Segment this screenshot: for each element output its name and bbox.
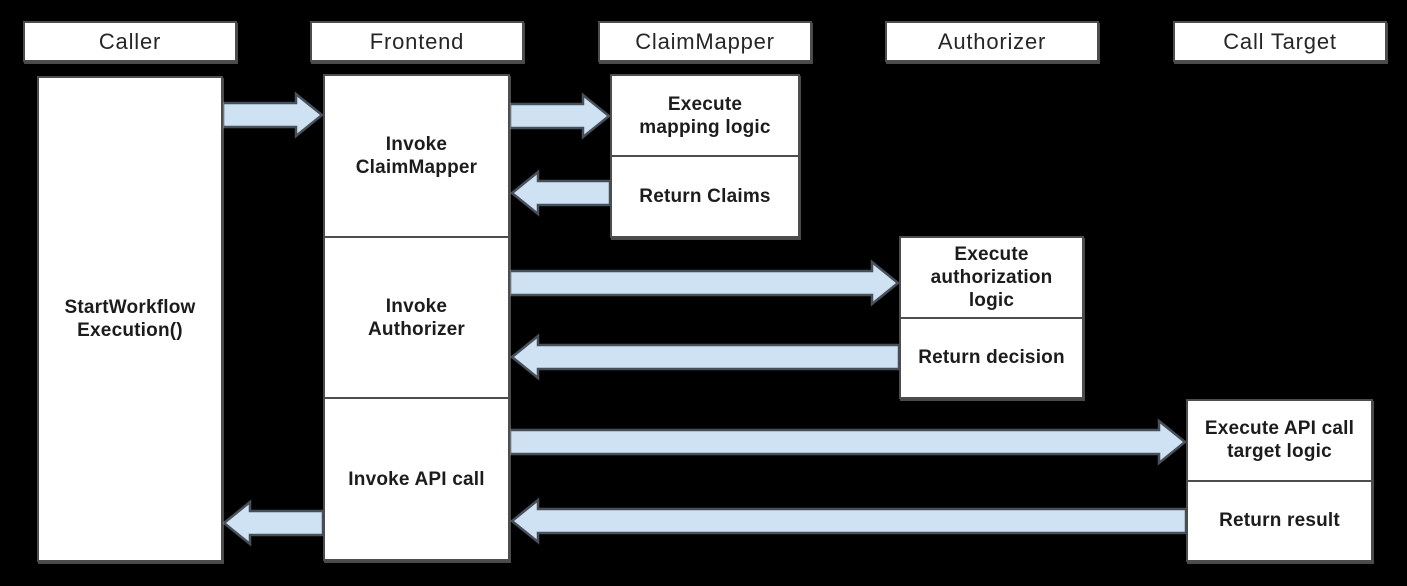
arrow-calltarget-to-frontend [510, 497, 1188, 545]
task-invoke-claimmapper-label: Invoke ClaimMapper [355, 133, 478, 178]
task-startworkflowexecution-label: StartWorkflow Execution() [64, 297, 196, 341]
task-execute-authorization-logic-label: Execute authorization logic [930, 243, 1053, 311]
arrow-frontend-to-caller [222, 499, 325, 547]
actor-header-frontend-label: Frontend [369, 28, 465, 54]
task-execute-mapping-logic: Execute mapping logic [612, 76, 798, 155]
activation-box-authorizer: Execute authorization logic Return decis… [899, 236, 1084, 399]
actor-header-claimmapper: ClaimMapper [598, 21, 812, 62]
actor-header-frontend: Frontend [310, 21, 524, 62]
arrow-claimmapper-to-frontend [510, 169, 612, 217]
task-execute-api-call-target-logic-label: Execute API call target logic [1204, 418, 1355, 463]
arrow-frontend-to-authorizer [508, 259, 900, 307]
arrow-authorizer-to-frontend [510, 333, 901, 381]
task-return-decision-label: Return decision [918, 347, 1065, 369]
task-return-claims-label: Return Claims [639, 186, 771, 207]
activation-box-claimmapper: Execute mapping logic Return Claims [610, 74, 800, 238]
task-invoke-authorizer: Invoke Authorizer [325, 235, 508, 398]
task-invoke-api-call: Invoke API call [325, 397, 508, 559]
activation-box-calltarget: Execute API call target logic Return res… [1186, 399, 1373, 562]
actor-header-calltarget-label: Call Target [1223, 28, 1337, 54]
task-invoke-claimmapper: Invoke ClaimMapper [325, 76, 508, 236]
actor-header-authorizer-label: Authorizer [937, 28, 1047, 54]
task-invoke-authorizer-label: Invoke Authorizer [368, 295, 465, 340]
activation-box-frontend: Invoke ClaimMapper Invoke Authorizer Inv… [323, 74, 510, 561]
task-return-claims: Return Claims [612, 155, 798, 236]
task-startworkflowexecution: StartWorkflow Execution() [39, 78, 221, 560]
task-execute-mapping-logic-label: Execute mapping logic [639, 93, 771, 138]
task-return-result: Return result [1188, 479, 1371, 561]
actor-header-claimmapper-label: ClaimMapper [635, 28, 775, 54]
actor-header-authorizer: Authorizer [885, 21, 1099, 62]
task-return-result-label: Return result [1219, 510, 1340, 532]
actor-header-calltarget: Call Target [1173, 21, 1387, 62]
actor-header-caller: Caller [23, 21, 237, 62]
task-execute-api-call-target-logic: Execute API call target logic [1188, 401, 1371, 480]
task-execute-authorization-logic: Execute authorization logic [901, 238, 1082, 317]
arrow-caller-to-frontend [221, 91, 324, 139]
arrow-frontend-to-calltarget [508, 418, 1187, 466]
arrow-frontend-to-claimmapper [508, 92, 611, 140]
task-return-decision: Return decision [901, 316, 1082, 398]
activation-box-caller: StartWorkflow Execution() [37, 76, 223, 562]
actor-header-caller-label: Caller [98, 28, 162, 54]
task-invoke-api-call-label: Invoke API call [348, 468, 485, 490]
